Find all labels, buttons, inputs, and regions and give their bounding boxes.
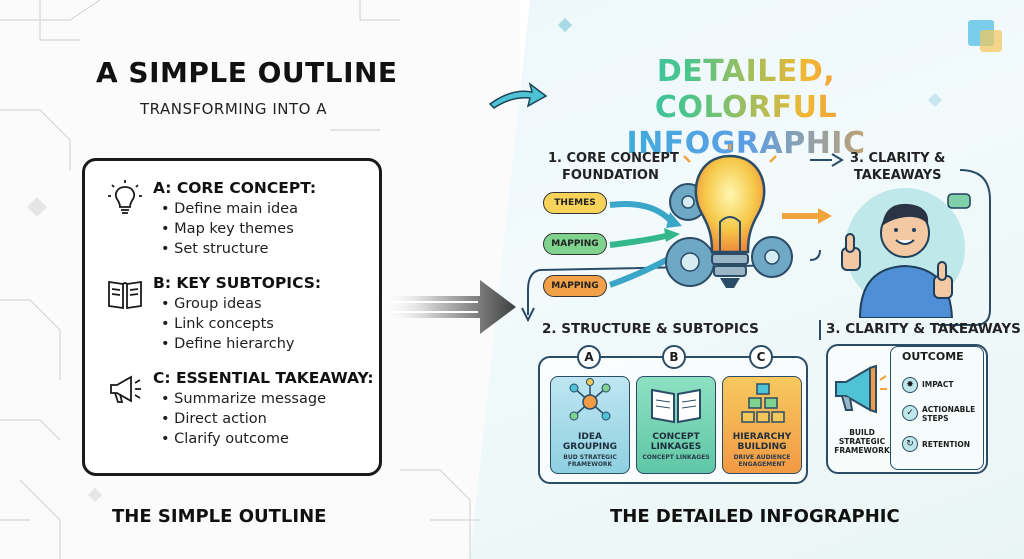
step3-top-line1: 3. CLARITY &: [850, 151, 946, 166]
section-list: Group ideas Link concepts Define hierarc…: [161, 294, 321, 354]
left-title: A SIMPLE OUTLINE: [96, 56, 398, 89]
right-title-line2: INFOGRAPHIC: [566, 126, 926, 162]
outline-box: A: CORE CONCEPT: Define main idea Map ke…: [82, 158, 382, 476]
list-item: Summarize message: [161, 389, 374, 409]
card-title: CONCEPT LINKAGES: [650, 432, 702, 452]
card-letter-c: C: [749, 345, 773, 369]
section-title: C: ESSENTIAL TAKEAWAY:: [153, 369, 374, 387]
megaphone-icon: [835, 364, 887, 414]
card-subtitle: DRIVE AUDIENCE ENGAGEMENT: [733, 454, 791, 468]
step1-line1: 1. CORE CONCEPT: [548, 151, 679, 166]
concept-linkages-card: [636, 376, 716, 474]
outcome-title: OUTCOME: [902, 350, 964, 363]
card-title: HIERARCHY BUILDING: [732, 432, 792, 452]
card-subtitle: BUD STRATEGIC FRAMEWORK: [563, 454, 617, 468]
step3-top-label: 3. CLARITY & TAKEAWAYS: [850, 150, 945, 184]
book-icon: [108, 280, 142, 310]
open-book-icon: [651, 388, 701, 424]
step1-line2: FOUNDATION: [562, 168, 659, 183]
megaphone-icon: [110, 375, 141, 403]
card-letter-b: B: [662, 345, 686, 369]
right-title: DETAILED, COLORFUL INFOGRAPHIC: [566, 54, 926, 162]
person-thumbs-up-icon: [841, 188, 971, 318]
right-title-line1: DETAILED, COLORFUL: [566, 54, 926, 126]
build-framework-label: BUILD STRATEGIC FRAMEWORK: [834, 428, 890, 455]
outcome-item: IMPACT: [922, 380, 954, 389]
list-item: Define main idea: [161, 199, 316, 219]
outline-section-essential-takeaway: C: ESSENTIAL TAKEAWAY: Summarize message…: [105, 369, 374, 449]
outcome-item: ACTIONABLE STEPS: [922, 405, 976, 423]
list-item: Group ideas: [161, 294, 321, 314]
left-caption: THE SIMPLE OUTLINE: [112, 506, 327, 527]
section-list: Summarize message Direct action Clarify …: [161, 389, 374, 449]
step2-label: 2. STRUCTURE & SUBTOPICS: [542, 321, 759, 337]
transition-arrow-icon: [380, 280, 516, 334]
card-title: IDEA GROUPING: [562, 432, 618, 452]
section-title: A: CORE CONCEPT:: [153, 179, 317, 197]
card-letter-a: A: [577, 345, 601, 369]
outline-section-core-concept: A: CORE CONCEPT: Define main idea Map ke…: [105, 179, 316, 259]
step3-bottom-label: 3. CLARITY & TAKEAWAYS: [826, 321, 1021, 337]
right-caption: THE DETAILED INFOGRAPHIC: [610, 506, 900, 527]
outcome-item: RETENTION: [922, 440, 970, 449]
list-item: Clarify outcome: [161, 429, 374, 449]
step3-top-line2: TAKEAWAYS: [853, 168, 942, 183]
section-title: B: KEY SUBTOPICS:: [153, 274, 322, 292]
hierarchy-blocks-icon: [741, 383, 785, 423]
themes-pill: THEMES: [543, 192, 607, 214]
list-item: Define hierarchy: [161, 334, 321, 354]
impact-icon: ✸: [902, 377, 918, 393]
mapping-pill: MAPPING: [543, 275, 607, 297]
left-subtitle: TRANSFORMING INTO A: [140, 100, 327, 118]
list-item: Map key themes: [161, 219, 316, 239]
card-subtitle: CONCEPT LINKAGES: [642, 454, 710, 461]
list-item: Link concepts: [161, 314, 321, 334]
title-arrow-icon: [488, 82, 548, 109]
mapping-pill: MAPPING: [543, 233, 607, 255]
list-item: Set structure: [161, 239, 316, 259]
step1-label: 1. CORE CONCEPT FOUNDATION: [548, 150, 679, 184]
section-list: Define main idea Map key themes Set stru…: [161, 199, 316, 259]
refresh-icon: ↻: [902, 436, 918, 452]
list-item: Direct action: [161, 409, 374, 429]
lightbulb-icon: [108, 180, 142, 214]
outline-section-key-subtopics: B: KEY SUBTOPICS: Group ideas Link conce…: [105, 274, 321, 354]
network-nodes-icon: [569, 378, 611, 421]
lightbulb-gears-icon: [665, 144, 793, 288]
check-icon: ✓: [902, 405, 918, 421]
